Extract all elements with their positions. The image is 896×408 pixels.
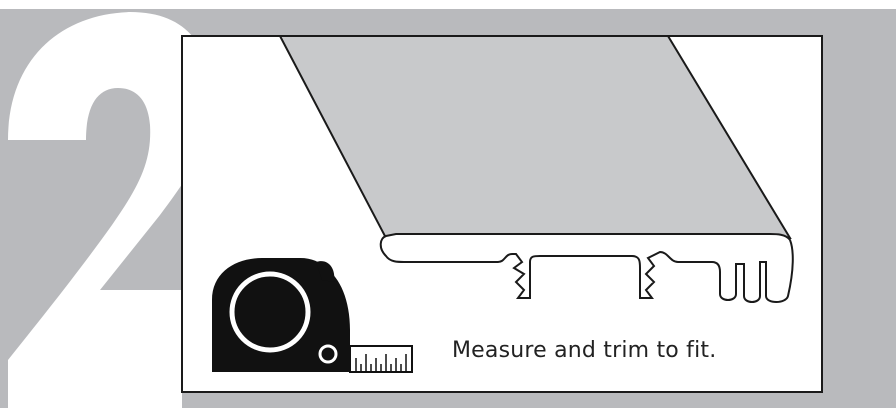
- instruction-caption: Measure and trim to fit.: [452, 338, 717, 363]
- tape-measure-icon: [212, 258, 413, 373]
- tape-measure-dial-ring: [229, 271, 311, 353]
- tape-measure-button: [318, 344, 338, 364]
- stair-nose-molding-illustration: [278, 35, 794, 303]
- tape-measure-ticks: [355, 354, 407, 372]
- molding-profile: [379, 233, 794, 303]
- molding-top-face: [278, 35, 792, 239]
- step-number-2-shape: [8, 12, 213, 408]
- tape-measure-clip: [316, 261, 335, 282]
